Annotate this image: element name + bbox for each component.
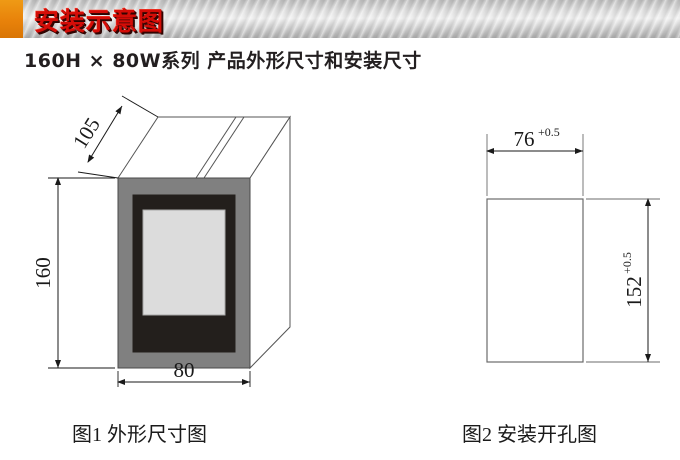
cutout-rectangle: [486, 198, 584, 363]
dimension-label-height: 160: [31, 257, 55, 289]
dimension-label-width: 80: [174, 358, 195, 382]
figure2-caption: 图2 安装开孔图: [462, 424, 597, 446]
dimension-label-cutout-width-tolerance: +0.5: [538, 125, 560, 139]
display-window: [142, 209, 226, 316]
technical-drawings: 105 160 80: [31, 95, 660, 387]
dimension-label-cutout-height: 152: [622, 276, 646, 308]
page-header: 安装示意图: [0, 0, 680, 38]
figure2-mounting-cutout: 76 +0.5 152 +0.5: [486, 125, 660, 363]
depth-ext-line-front: [77, 171, 119, 179]
depth-ext-line-back: [121, 95, 159, 118]
dimension-label-cutout-width: 76: [514, 127, 535, 151]
figure1-3d-enclosure: 105 160 80: [31, 95, 291, 387]
dimension-width-80: 80: [117, 358, 251, 387]
subtitle: 160H × 80W系列 产品外形尺寸和安装尺寸: [24, 50, 422, 72]
top-face-groove-line-2: [203, 116, 245, 179]
dimension-label-cutout-height-tolerance: +0.5: [620, 252, 634, 274]
dimension-cutout-width-76: 76 +0.5: [486, 125, 584, 196]
dimension-label-depth: 105: [68, 113, 105, 152]
dimension-height-160: 160: [31, 177, 115, 369]
top-face-groove-line-1: [195, 116, 237, 179]
figure1-caption: 图1 外形尺寸图: [72, 424, 207, 446]
page-title: 安装示意图: [34, 7, 165, 36]
dimension-cutout-height-152: 152 +0.5: [586, 198, 660, 363]
depth-dimension-line: [87, 105, 123, 163]
header-accent-bar: [0, 0, 23, 38]
